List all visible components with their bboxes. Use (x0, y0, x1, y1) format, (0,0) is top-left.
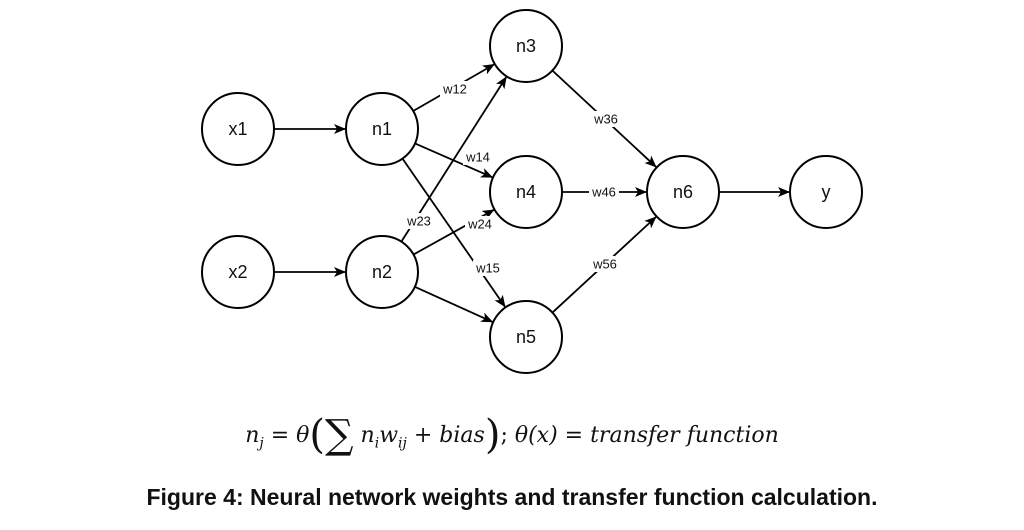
svg-text:w24: w24 (467, 217, 492, 232)
node-circle-n1 (345, 92, 419, 166)
formula-sub-i: i (374, 435, 380, 452)
node-label-y: y (822, 182, 831, 202)
node-n4: n4 (489, 155, 563, 229)
weight-label-w23: w23 (404, 213, 434, 229)
weight-label-w36: w36 (591, 111, 621, 127)
node-label-n2: n2 (372, 262, 392, 282)
weight-label-w24: w24 (465, 216, 495, 232)
node-circle-n5 (489, 300, 563, 374)
edge-n2-n5 (414, 285, 494, 323)
arrow-n2-n5 (414, 285, 494, 323)
node-n6: n6 (646, 155, 720, 229)
node-circle-x1 (201, 92, 275, 166)
formula-theta-x: θ(x) (514, 423, 558, 448)
svg-text:w15: w15 (475, 261, 500, 276)
formula-transfer-function: = transfer function (557, 423, 779, 448)
svg-text:w23: w23 (406, 214, 431, 229)
node-label-n5: n5 (516, 327, 536, 347)
neural-network-diagram: w12 w14 w15 w23 w24 w36 w46 w56 x1 x2 n1 n2 n3 n4 n5 n… (201, 9, 863, 374)
formula-sub-j: j (259, 435, 264, 452)
formula-ni: n (353, 423, 375, 448)
weight-label-w12: w12 (440, 81, 470, 97)
node-circle-y (789, 155, 863, 229)
svg-text:w12: w12 (442, 82, 467, 97)
node-label-n4: n4 (516, 182, 536, 202)
formula-sum-symbol: ∑ (324, 412, 354, 458)
node-n2: n2 (345, 235, 419, 309)
formula-nj: n (245, 423, 260, 448)
formula-bias: + bias (406, 423, 485, 448)
formula-equals: = (263, 423, 297, 448)
node-label-n3: n3 (516, 36, 536, 56)
node-x2: x2 (201, 235, 275, 309)
transfer-function-formula: nj = θ(∑ niwij + bias); θ(x) = transfer … (0, 412, 1024, 458)
figure-caption: Figure 4: Neural network weights and tra… (146, 484, 878, 510)
node-y: y (789, 155, 863, 229)
svg-text:w46: w46 (591, 185, 616, 200)
svg-text:w14: w14 (465, 150, 490, 165)
weight-label-w15: w15 (473, 260, 503, 276)
formula-separator: ; (500, 423, 515, 448)
node-label-x1: x1 (228, 119, 247, 139)
formula-sub-ij: ij (398, 435, 407, 452)
weight-label-w46: w46 (589, 184, 619, 200)
svg-text:w56: w56 (592, 257, 617, 272)
node-n5: n5 (489, 300, 563, 374)
formula-wij: w (379, 423, 399, 448)
weight-label-w14: w14 (463, 149, 493, 165)
node-x1: x1 (201, 92, 275, 166)
node-circle-n6 (646, 155, 720, 229)
node-label-n1: n1 (372, 119, 392, 139)
node-circle-n4 (489, 155, 563, 229)
formula-theta: θ (296, 423, 310, 448)
formula-open-paren: ( (309, 412, 325, 458)
node-circle-n3 (489, 9, 563, 83)
weight-label-w56: w56 (590, 256, 620, 272)
formula-close-paren: ) (484, 412, 501, 458)
node-label-x2: x2 (228, 262, 247, 282)
node-circle-n2 (345, 235, 419, 309)
node-label-n6: n6 (673, 182, 693, 202)
node-circle-x2 (201, 235, 275, 309)
svg-text:w36: w36 (593, 112, 618, 127)
node-n3: n3 (489, 9, 563, 83)
node-n1: n1 (345, 92, 419, 166)
